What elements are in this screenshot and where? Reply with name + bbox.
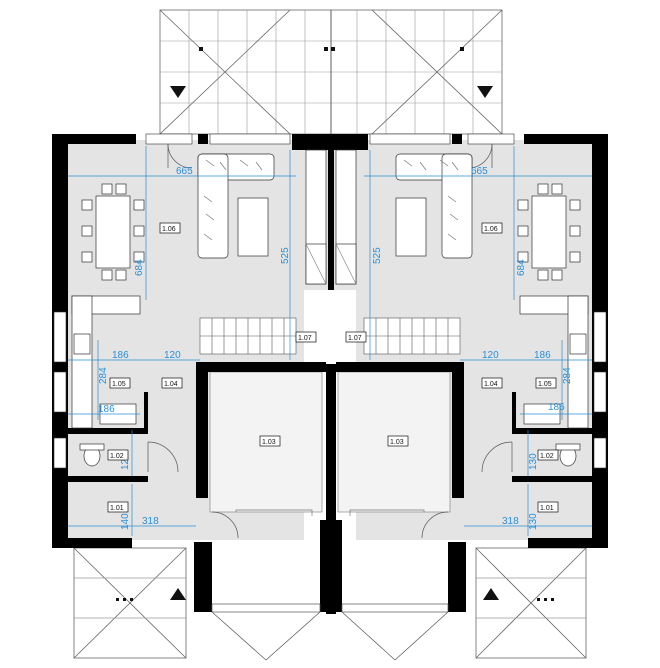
dim-entry-w-left: 318 <box>142 516 159 527</box>
dim-entry-w-right: 318 <box>502 516 519 527</box>
room-label-hall-right: 1.04 <box>484 381 498 388</box>
stairs <box>199 317 461 355</box>
windows <box>53 133 607 469</box>
room-label-stair-left: 1.07 <box>298 335 312 342</box>
dim-wc-h-right: 130 <box>528 453 539 470</box>
terrace-arrow-right <box>477 86 493 98</box>
dim-bath-w-right: 186 <box>548 402 565 413</box>
dim-center-left: 525 <box>280 247 291 264</box>
dim-center-right: 525 <box>372 247 383 264</box>
terrace-arrow-left <box>170 86 186 98</box>
dim-top-left: 665 <box>176 166 193 177</box>
bottom-marks <box>116 598 554 601</box>
room-label-living-left: 1.06 <box>162 226 176 233</box>
dim-height-right: 684 <box>516 259 527 276</box>
dim-hall-w-right: 120 <box>482 350 499 361</box>
room-label-entry-right: 1.01 <box>540 505 554 512</box>
sofa-right <box>395 153 473 259</box>
room-label-hall-left: 1.04 <box>164 381 178 388</box>
dim-entry-h-right: 130 <box>528 513 539 530</box>
dim-bath-w-left: 186 <box>98 404 115 415</box>
garage-doors <box>211 509 449 661</box>
dim-kitchen-h-right: 284 <box>562 367 573 384</box>
room-label-garage-right: 1.03 <box>390 439 404 446</box>
bottom-arrow-left <box>170 588 186 600</box>
dim-kitchen-h-left: 284 <box>98 367 109 384</box>
dining-right <box>517 183 581 281</box>
room-label-wc-left: 1.02 <box>110 453 124 460</box>
room-label-kitchen-left: 1.05 <box>112 381 126 388</box>
dim-entry-h-left: 140 <box>120 513 131 530</box>
dim-wc-h-left: 120 <box>120 453 131 470</box>
dim-kitchen-w-left: 186 <box>112 350 129 361</box>
sofa-left <box>197 153 275 259</box>
room-label-living-right: 1.06 <box>484 226 498 233</box>
room-label-garage-left: 1.03 <box>262 439 276 446</box>
bottom-terrace <box>73 547 587 659</box>
room-label-boxes <box>107 222 559 513</box>
dim-kitchen-w-right: 186 <box>534 350 551 361</box>
dim-hall-w-left: 120 <box>164 350 181 361</box>
room-label-stair-right: 1.07 <box>348 335 362 342</box>
terrace-marks <box>199 47 464 51</box>
bottom-arrow-right <box>483 588 499 600</box>
dim-height-left: 684 <box>134 259 145 276</box>
room-label-entry-left: 1.01 <box>110 505 124 512</box>
room-label-kitchen-right: 1.05 <box>538 381 552 388</box>
top-terrace <box>159 9 503 135</box>
dining-left <box>81 183 145 281</box>
room-label-wc-right: 1.02 <box>540 453 554 460</box>
centre-shafts <box>305 149 357 285</box>
interior-doors <box>147 441 513 539</box>
kitchen-counters <box>71 295 589 429</box>
dimension-lines <box>68 146 592 536</box>
dim-top-right: 665 <box>471 166 488 177</box>
